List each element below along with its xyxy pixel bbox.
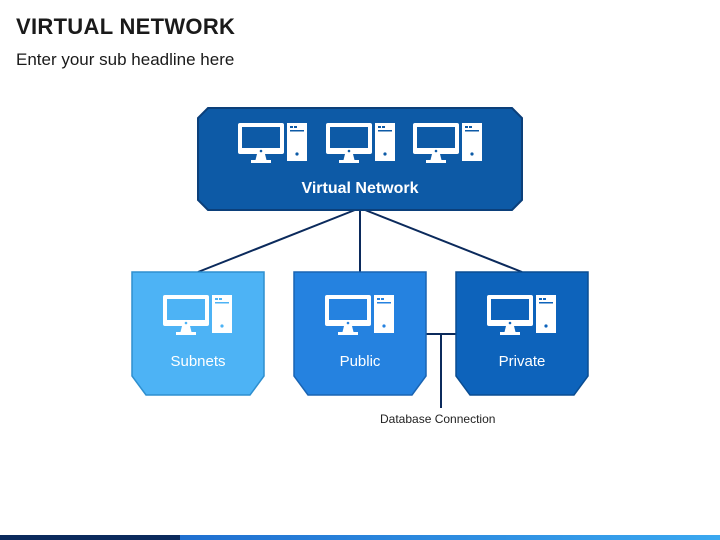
- server-tower-icon: [536, 295, 556, 333]
- page-subtitle: Enter your sub headline here: [16, 50, 235, 69]
- public-node: [293, 271, 427, 396]
- public-label: Public: [339, 353, 381, 370]
- database-connection-line: [426, 333, 456, 408]
- page-title: VIRTUAL NETWORK: [16, 14, 236, 39]
- subnets-node: [131, 271, 265, 396]
- private-label: Private: [498, 353, 546, 370]
- virtual-network-label: Virtual Network: [301, 180, 419, 197]
- server-tower-icon: [374, 295, 394, 333]
- virtual-network-node: [197, 107, 523, 211]
- tree-connectors: [197, 207, 523, 273]
- server-tower-icon: [212, 295, 232, 333]
- server-tower-icon: [462, 123, 482, 161]
- server-tower-icon: [287, 123, 307, 161]
- footer-accent-bar: [0, 535, 720, 540]
- server-tower-icon: [375, 123, 395, 161]
- subnets-label: Subnets: [170, 353, 226, 370]
- database-connection-label: Database Connection: [380, 412, 496, 426]
- private-node: [455, 271, 589, 396]
